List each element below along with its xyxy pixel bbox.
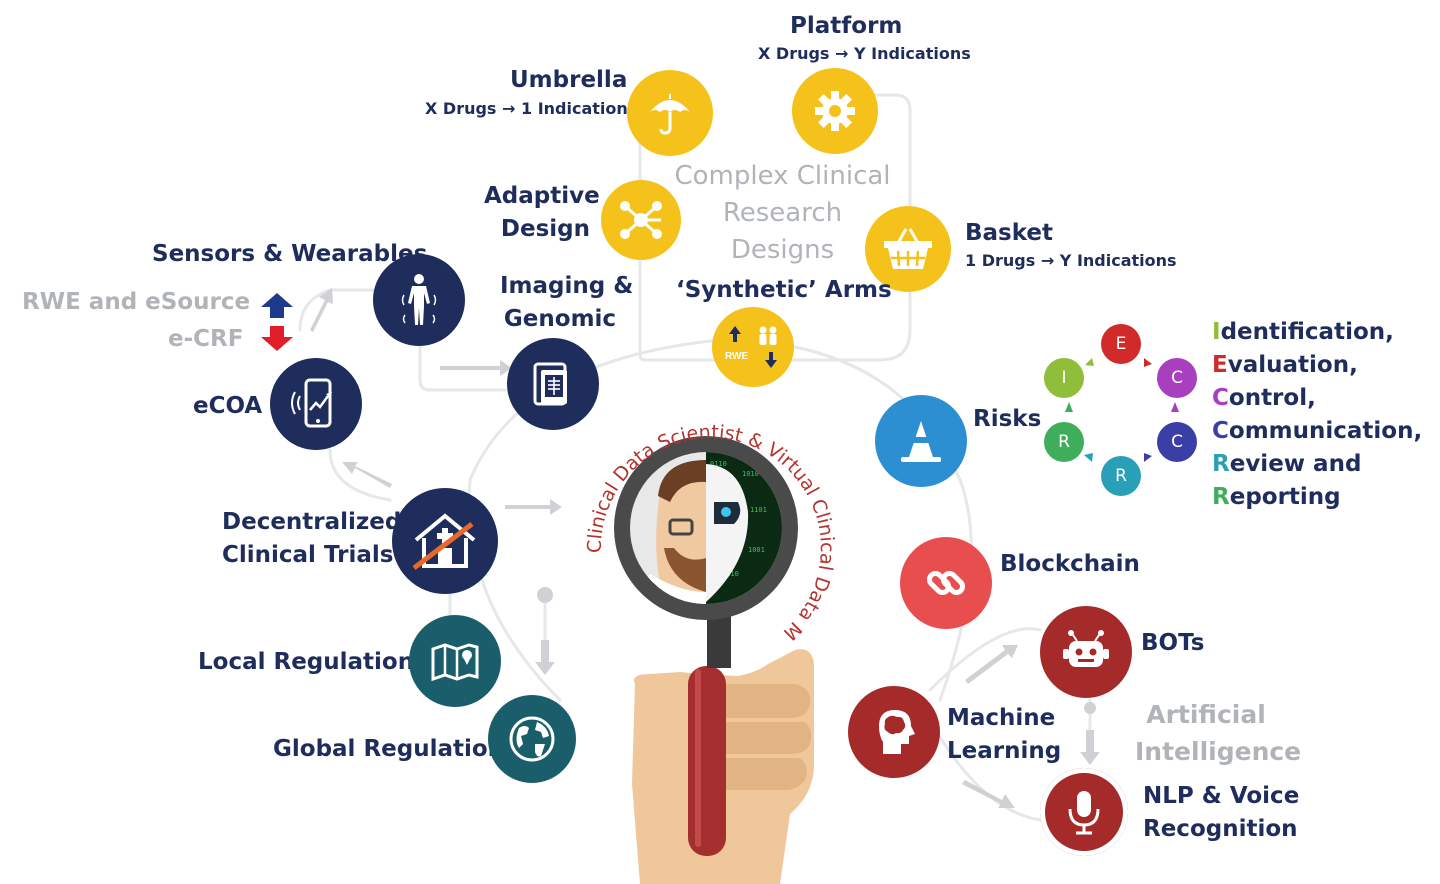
adaptive-design-label: Adaptive Design (484, 180, 600, 246)
arrow-up-icon (261, 293, 293, 318)
complex-title-line: Research (722, 198, 843, 228)
synthetic-arms-icon: RWE (712, 307, 794, 387)
home-clinic-icon (392, 488, 498, 594)
cycle-arrows (1065, 358, 1179, 462)
machine-learning-label: Machine Learning (947, 702, 1061, 768)
risk-step-initial: R (1212, 484, 1230, 510)
risk-step-rest: dentification, (1220, 319, 1394, 345)
cycle-node-r1: R (1101, 456, 1141, 496)
risk-step-initial: E (1212, 352, 1228, 378)
cycle-node-c2: C (1157, 422, 1197, 462)
basket-title: Basket (965, 220, 1054, 246)
risk-step-initial: R (1212, 451, 1230, 477)
imaging-line: Genomic (503, 306, 617, 332)
microphone-icon (1040, 768, 1128, 856)
complex-title-line: Designs (730, 235, 835, 265)
risk-step: Evaluation, (1212, 349, 1422, 382)
imaging-line: Imaging & (500, 273, 634, 299)
risk-step: Control, (1212, 382, 1422, 415)
chain-link-icon (900, 537, 992, 629)
arrow-down-icon (261, 326, 293, 351)
adaptive-line: Adaptive (484, 183, 600, 209)
map-icon (409, 615, 501, 707)
risk-step-initial: C (1212, 418, 1229, 444)
risk-step-rest: eview and (1229, 451, 1362, 477)
hand-icon (632, 649, 814, 884)
gear-icon (792, 68, 878, 154)
xray-document-icon (507, 338, 599, 430)
platform-title: Platform (790, 13, 903, 39)
local-regulations-label: Local Regulations (198, 649, 428, 675)
svg-text:Clinical Data Scientist & Virt: Clinical Data Scientist & Virtual Clinic… (526, 378, 838, 644)
svg-text:1101: 1101 (750, 506, 767, 514)
nlp-voice-label: NLP & Voice Recognition (1143, 780, 1299, 846)
artificial-intelligence-label: Artificial Intelligence (1135, 696, 1302, 770)
rwe-icon-text: RWE (725, 351, 748, 362)
global-regulations-label: Global Regulations (273, 736, 518, 762)
rwe-esource-label: RWE and eSource (22, 289, 251, 315)
svg-text:1001: 1001 (748, 546, 765, 554)
imaging-genomic-label: Imaging & Genomic (500, 270, 634, 336)
network-icon (601, 180, 681, 260)
body-scan-icon (373, 254, 465, 346)
risk-steps-list: Identification, Evaluation, Control, Com… (1212, 316, 1422, 514)
ecoa-label: eCOA (193, 393, 263, 419)
basket-subtitle: 1 Drugs → Y Indications (965, 251, 1177, 270)
dct-line: Clinical Trials (222, 542, 394, 568)
risk-step-rest: valuation, (1227, 352, 1358, 378)
risk-step-rest: ontrol, (1228, 385, 1316, 411)
dct-line: Decentralized (222, 509, 402, 535)
basket-icon (865, 206, 951, 292)
nlp-line: NLP & Voice (1143, 783, 1300, 809)
risk-step: Reporting (1212, 481, 1422, 514)
ml-line: Machine (947, 705, 1056, 731)
umbrella-title: Umbrella (510, 67, 628, 93)
risk-step: Communication, (1212, 415, 1422, 448)
umbrella-icon (627, 70, 713, 156)
svg-text:0110: 0110 (710, 460, 727, 468)
risk-step: Identification, (1212, 316, 1422, 349)
complex-title-line: Complex Clinical (674, 161, 891, 191)
risk-step: Review and (1212, 448, 1422, 481)
ecrf-label: e-CRF (168, 326, 244, 352)
risks-label: Risks (973, 406, 1042, 432)
ml-line: Learning (947, 738, 1062, 764)
umbrella-subtitle: X Drugs → 1 Indication (425, 99, 628, 118)
center-arc-text: Clinical Data Scientist & Virtual Clinic… (526, 378, 838, 644)
cycle-node-i: I (1044, 358, 1084, 398)
traffic-cone-icon (875, 395, 967, 487)
platform-subtitle: X Drugs → Y Indications (758, 44, 971, 63)
risk-step-initial: I (1212, 319, 1221, 345)
adaptive-line: Design (500, 216, 590, 242)
synthetic-arms-title: ‘Synthetic’ Arms (676, 277, 892, 303)
complex-designs-title: Complex Clinical Research Designs (660, 158, 905, 269)
ai-line: Intelligence (1135, 737, 1302, 766)
svg-text:1010: 1010 (742, 470, 759, 478)
risk-step-rest: eporting (1229, 484, 1341, 510)
cycle-node-r2: R (1044, 422, 1084, 462)
globe-icon (488, 695, 576, 783)
cycle-node-c1: C (1157, 358, 1197, 398)
bots-label: BOTs (1141, 630, 1205, 656)
blockchain-label: Blockchain (1000, 551, 1140, 577)
risk-step-rest: ommunication, (1228, 418, 1423, 444)
svg-text:0110: 0110 (722, 570, 739, 578)
sensors-wearables-label: Sensors & Wearables (152, 241, 428, 267)
robot-icon (1040, 606, 1132, 698)
arc-text-span: Clinical Data Scientist & Virtual Clinic… (526, 378, 838, 644)
brain-head-icon (848, 686, 940, 778)
mobile-device-icon (270, 358, 362, 450)
nlp-line: Recognition (1143, 816, 1298, 842)
decentralized-trials-label: Decentralized Clinical Trials (222, 506, 402, 572)
risk-step-initial: C (1212, 385, 1229, 411)
cycle-node-e: E (1101, 324, 1141, 364)
ai-line: Artificial (1146, 700, 1266, 729)
